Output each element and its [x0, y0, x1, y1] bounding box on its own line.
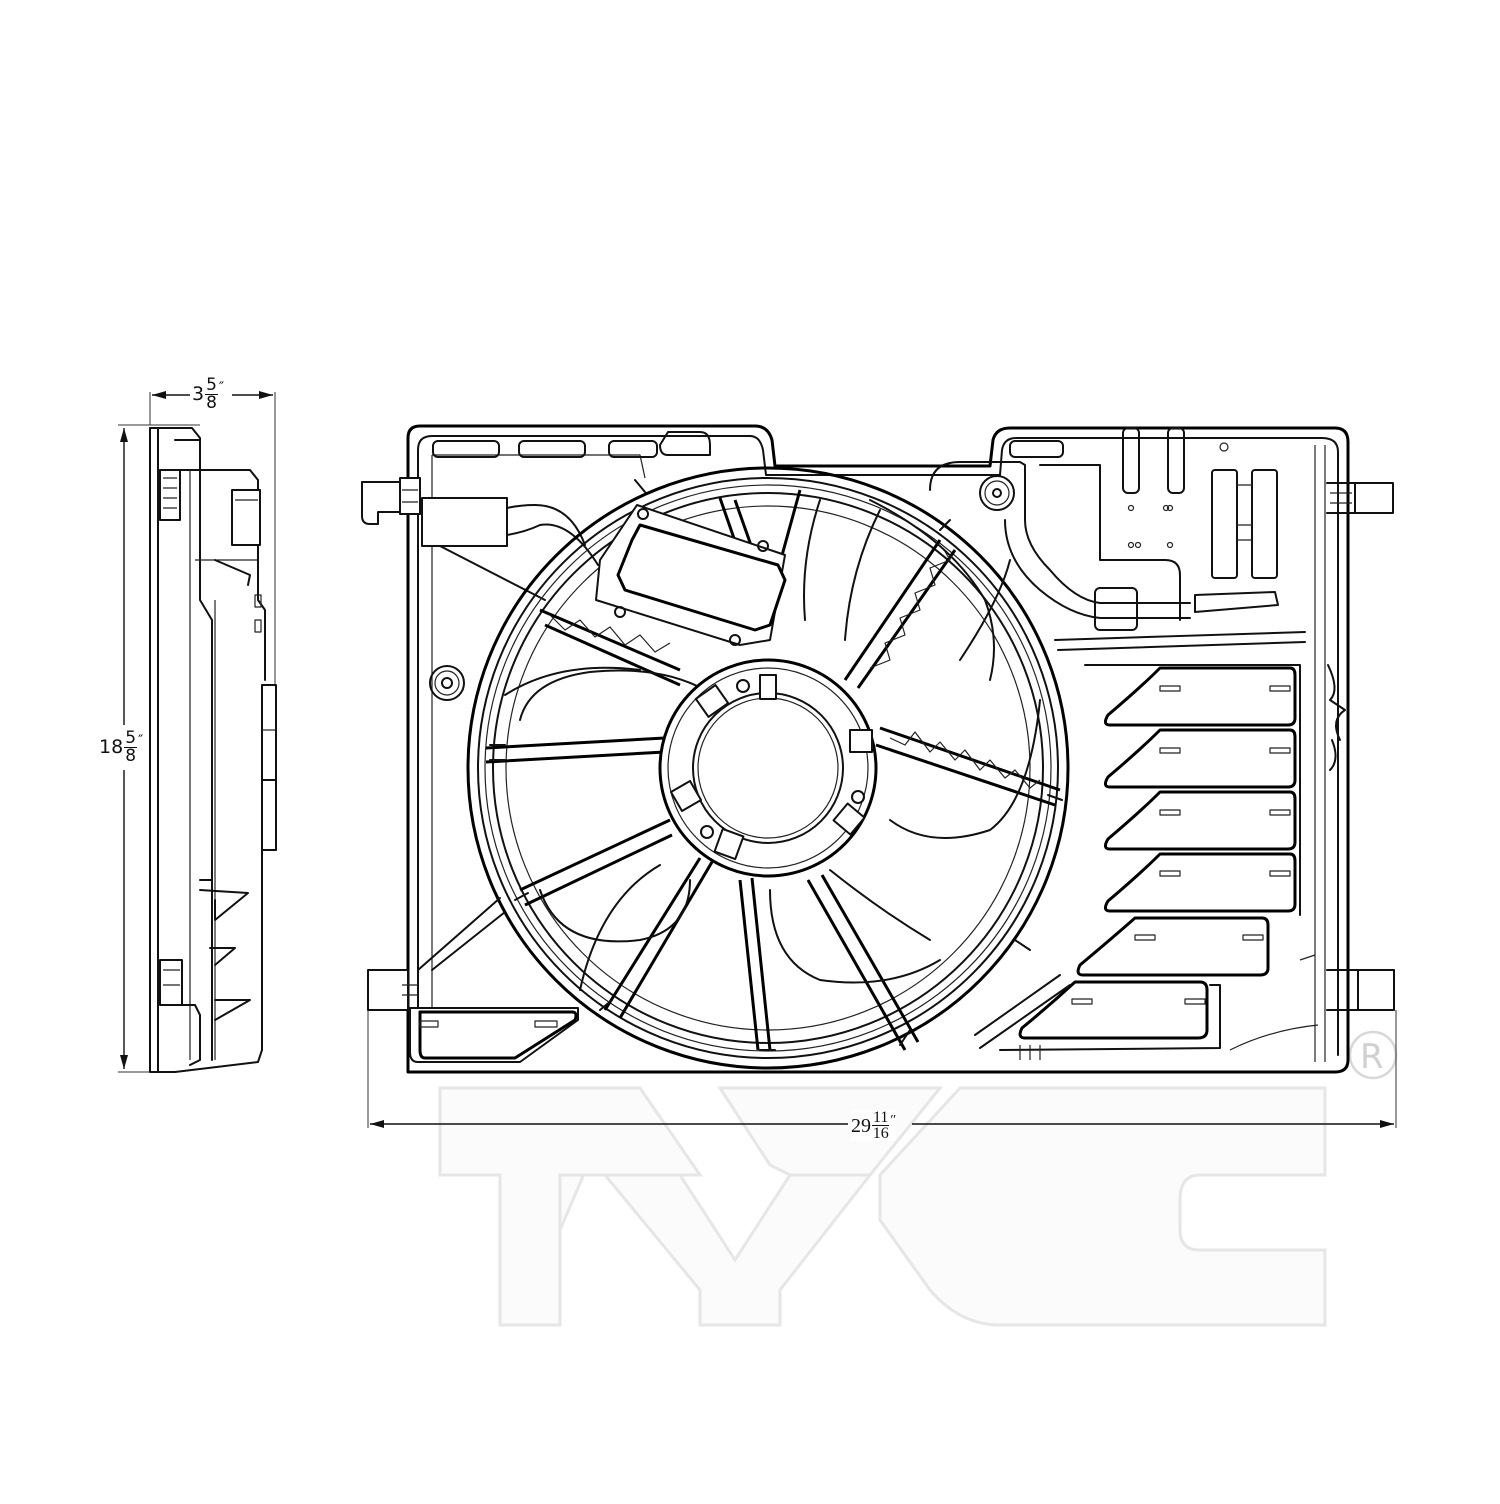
electrical-connector: [421, 497, 508, 547]
svg-text:R: R: [1360, 1037, 1384, 1077]
ring-clips: [489, 479, 1063, 1051]
height-dimension-label: 18 5 8 ″: [99, 728, 144, 766]
wiring-channel: [929, 427, 1306, 651]
tyc-watermark: R: [438, 1030, 1398, 1327]
fan-shroud-ring: [466, 466, 1070, 1070]
depth-dimension-label: 3 5 8 ″: [192, 375, 225, 413]
motor-support-struts: [485, 489, 1061, 1051]
watermark-letter-c: [878, 1086, 1327, 1327]
side-view: [118, 391, 277, 1073]
louver-section: [974, 664, 1346, 1060]
shroud-outline: [406, 424, 1350, 1074]
watermark-letter-y: [601, 1173, 874, 1327]
front-view: [361, 424, 1397, 1128]
motor-hub: [658, 658, 878, 878]
fan-blades: [504, 499, 1041, 991]
motor-controller: [595, 504, 787, 646]
width-dimension-label: 29 11 16 ″: [851, 1109, 897, 1142]
